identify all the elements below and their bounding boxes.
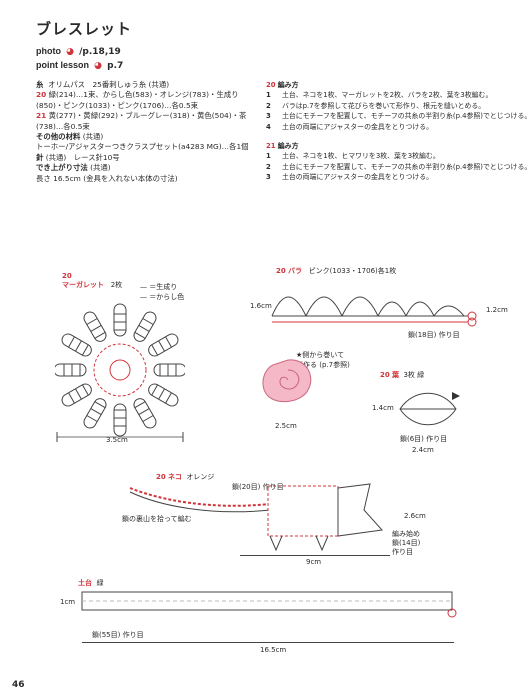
needle-desc: (共通) レース針10号: [45, 152, 120, 162]
leaf-chain: 鎖(6目) 作り目: [400, 435, 448, 443]
rose-note: ★側から巻いて 形作る (p.7参照): [296, 351, 350, 369]
yarn21-line1: 黄(277)・黄緑(292)・ブルーグレー(318)・黄色(504)・茶: [48, 111, 247, 121]
rose-height: 1.6cm: [250, 302, 272, 310]
rose-title: 20 バラ ピンク(1033・1706)各1枚: [276, 267, 397, 275]
lesson-ref: point lesson ◕ p.7: [36, 60, 123, 71]
other-heading: その他の材料: [36, 132, 81, 142]
steps21-num: 21: [266, 142, 276, 150]
steps20-heading: 編み方: [277, 81, 299, 89]
leaf-title: 20 葉 3枚 緑: [380, 371, 425, 379]
materials-block: 糸 オリムパス 25番刺しゅう糸 (共通) 20 緑(214)…1束、からし色(…: [36, 80, 249, 184]
base-width-line: [82, 642, 454, 643]
rose-diagram: [271, 296, 477, 327]
cat-width: 9cm: [306, 558, 322, 566]
margaret-title: 20 マーガレット 2枚: [62, 272, 123, 289]
yarn21-line2: (738)…各0.5束: [36, 121, 90, 131]
photo-page: /p.18,19: [79, 47, 121, 57]
page-number: 46: [12, 680, 25, 690]
yarn20-line2: (850)・ピンク(1033)・ピンク(1706)…各0.5束: [36, 100, 199, 110]
cat-width-line: [240, 555, 390, 556]
needle-heading: 針: [36, 152, 44, 162]
yarn-desc: オリムパス 25番刺しゅう糸 (共通): [48, 80, 170, 89]
photo-ref: photo ◕ /p.18,19: [36, 46, 121, 57]
yarn20-line1: 緑(214)…1束、からし色(583)・オレンジ(783)・生成り: [48, 90, 239, 100]
yarn20-num: 20: [36, 90, 47, 100]
margaret-width: 3.5cm: [106, 436, 128, 444]
base-height: 1cm: [60, 598, 76, 606]
base-chain: 鎖(55目) 作り目: [92, 631, 144, 639]
margaret-diagram: [55, 303, 185, 442]
base-width: 16.5cm: [260, 646, 287, 654]
leaf-height: 1.4cm: [372, 404, 394, 412]
yarn-heading: 糸: [36, 80, 44, 89]
other-common: (共通): [82, 132, 104, 142]
margaret-legend: — ＝生成り — ＝からし色: [140, 283, 185, 301]
size-heading: でき上がり寸法: [36, 163, 88, 173]
cat-start: 編み始め 鎖(14目) 作り目: [392, 530, 421, 556]
page-title: ブレスレット: [36, 20, 133, 38]
steps20-num: 20: [266, 81, 276, 89]
cat-icon: ◕: [66, 47, 74, 57]
size-common: (共通): [90, 163, 111, 173]
base-title: 土台 緑: [78, 579, 104, 587]
rose-shape-width: 2.5cm: [275, 422, 297, 430]
cat-title: 20 ネコ オレンジ: [156, 473, 215, 481]
cat-icon: ◕: [94, 61, 103, 71]
cat-height: 2.6cm: [404, 512, 426, 520]
other-desc: トーホー/アジャスターつきクラスプセット(a4283 MG)…各1個: [36, 142, 249, 152]
leaf-diagram: [399, 392, 460, 426]
base-diagram: [81, 591, 457, 618]
yarn21-num: 21: [36, 111, 47, 121]
size-desc: 長さ 16.5cm (金具を入れない本体の寸法): [36, 173, 178, 183]
steps21-heading: 編み方: [277, 142, 299, 150]
photo-label: photo: [36, 46, 61, 56]
leaf-width: 2.4cm: [412, 446, 434, 454]
cat-note: 鎖の裏山を拾って編む: [122, 515, 192, 523]
cat-chain1: 鎖(20目) 作り目: [232, 483, 284, 491]
rose-chain: 鎖(18目) 作り目: [408, 331, 460, 339]
rose-shape: [262, 359, 312, 403]
cat-diagram: [129, 483, 384, 552]
lesson-page: p.7: [107, 61, 124, 71]
lesson-label: point lesson: [36, 60, 90, 70]
rose-offset: 1.2cm: [486, 306, 508, 314]
